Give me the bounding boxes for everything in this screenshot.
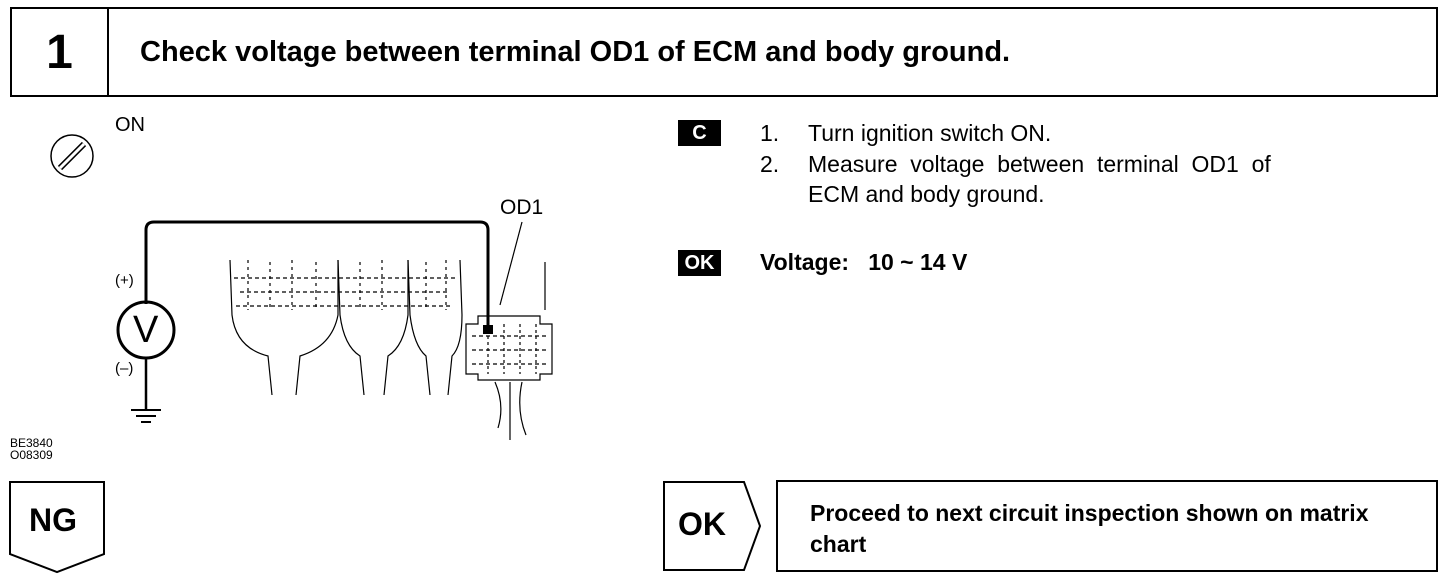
step-title: Check voltage between terminal OD1 of EC… <box>140 36 1011 68</box>
minus-label: (–) <box>115 360 134 377</box>
meter-label: V <box>133 309 159 351</box>
ignition-switch-icon <box>50 134 94 178</box>
step-2-text-line-1: Measure voltage between terminal OD1 of <box>808 151 1271 177</box>
step-header: 1 Check voltage between terminal OD1 of … <box>10 7 1438 97</box>
ok-label: OK <box>678 506 726 542</box>
figure-code-2: O08309 <box>10 448 53 462</box>
ok-action-text: Proceed to next circuit inspection shown… <box>810 500 1369 557</box>
diagram-drawing <box>50 134 553 440</box>
voltmeter-icon <box>116 220 490 410</box>
ignition-on-label: ON <box>115 114 145 136</box>
ok-result: OK <box>662 480 774 575</box>
ecm-connector-icon <box>229 221 553 440</box>
ng-arrow-icon <box>9 481 105 574</box>
ng-result: NG <box>8 480 108 575</box>
step-number: 1 <box>12 9 109 95</box>
step-2-number: 2. <box>760 151 780 177</box>
ok-arrow-icon <box>663 481 762 571</box>
condition-badge: C <box>678 120 721 146</box>
step-1-text: Turn ignition switch ON. <box>808 120 1052 146</box>
step-2-text-line-2: ECM and body ground. <box>808 181 1045 207</box>
figure-code-1: BE3840 <box>10 436 53 450</box>
voltage-spec: Voltage: 10 ~ 14 V <box>760 249 968 275</box>
ng-label: NG <box>29 502 77 538</box>
ground-icon <box>131 409 161 423</box>
wiring-diagram: ON OD1 (+) (–) V BE3840 O08309 <box>0 110 620 470</box>
ok-badge: OK <box>678 250 721 276</box>
terminal-label: OD1 <box>500 196 544 219</box>
ok-action-box: Proceed to next circuit inspection shown… <box>776 480 1438 572</box>
step-1-number: 1. <box>760 120 780 146</box>
plus-label: (+) <box>115 272 134 289</box>
